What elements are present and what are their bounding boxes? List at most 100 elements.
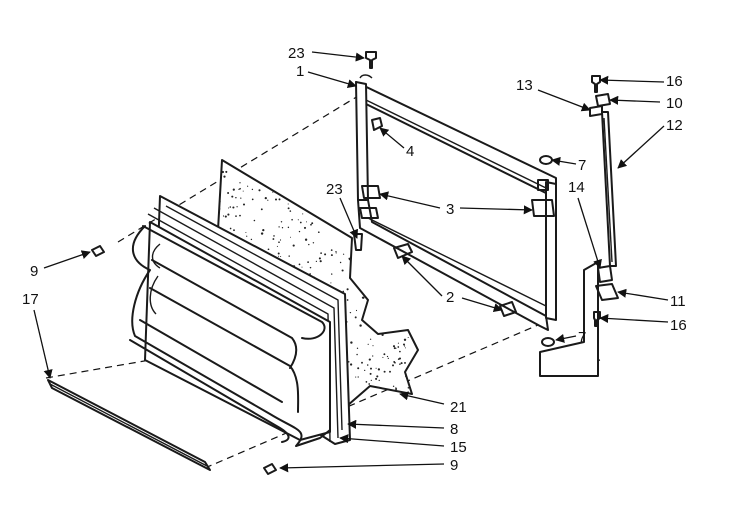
insulation-speckle: [369, 338, 372, 340]
insulation-speckle: [272, 191, 274, 193]
plug-7-bottom: [541, 337, 555, 347]
insulation-speckle: [368, 383, 371, 385]
insulation-speckle: [381, 333, 384, 337]
insulation-speckle: [377, 386, 380, 389]
insulation-speckle: [277, 252, 280, 255]
insulation-speckle: [224, 215, 227, 218]
label-23-top: 23: [288, 45, 305, 62]
insulation-speckle: [311, 222, 314, 225]
insulation-speckle: [280, 221, 283, 223]
label-16-bottom: 16: [670, 317, 687, 334]
insulation-speckle: [291, 218, 293, 221]
insulation-speckle: [280, 255, 282, 258]
insulation-speckle: [287, 203, 289, 205]
insulation-speckle: [299, 221, 302, 224]
hinge-pin-10: [595, 93, 611, 107]
insulation-speckle: [356, 347, 359, 349]
insulation-speckle: [372, 345, 374, 347]
insulation-speckle: [389, 370, 391, 373]
plug-4: [371, 117, 383, 131]
insulation-speckle: [331, 273, 333, 275]
insulation-speckle: [397, 358, 400, 360]
insulation-speckle: [298, 263, 301, 266]
insulation-speckle: [404, 361, 406, 364]
insulation-speckle: [267, 248, 270, 251]
bracket-2-right: [499, 301, 517, 317]
insulation-speckle: [276, 245, 278, 247]
insulation-speckle: [258, 189, 261, 192]
insulation-speckle: [346, 288, 349, 291]
label-13: 13: [516, 77, 533, 94]
label-9-bottom: 9: [450, 457, 458, 474]
insulation-speckle: [394, 361, 396, 364]
insulation-speckle: [367, 343, 369, 345]
insulation-speckle: [330, 249, 333, 251]
insulation-speckle: [407, 383, 410, 386]
insulation-speckle: [350, 341, 353, 344]
insulation-speckle: [354, 316, 357, 319]
insulation-speckle: [221, 160, 224, 162]
insulation-speckle: [278, 255, 280, 257]
insulation-speckle: [247, 185, 249, 187]
insulation-speckle: [272, 238, 275, 240]
insulation-speckle: [361, 361, 363, 364]
insulation-speckle: [278, 241, 280, 244]
insulation-speckle: [287, 226, 290, 229]
insulation-speckle: [281, 227, 284, 229]
insulation-speckle: [370, 367, 372, 370]
insulation-speckle: [239, 182, 241, 184]
insulation-speckle: [378, 379, 380, 382]
insulation-speckle: [395, 387, 398, 391]
insulation-speckle: [365, 381, 368, 383]
label-1: 1: [296, 63, 304, 80]
insulation-speckle: [235, 215, 237, 217]
insulation-speckle: [356, 353, 358, 356]
washer-13: [589, 105, 603, 117]
insulation-speckle: [219, 201, 221, 203]
insulation-speckle: [335, 252, 337, 254]
insulation-speckle: [339, 261, 342, 264]
insulation-speckle: [292, 244, 295, 247]
insulation-speckle: [231, 195, 234, 198]
insulation-speckle: [400, 362, 403, 365]
insulation-speckle: [372, 355, 374, 357]
screw-9-left: [91, 245, 105, 257]
label-3: 3: [446, 201, 454, 218]
label-17: 17: [22, 291, 39, 308]
insulation-speckle: [278, 226, 280, 228]
insulation-speckle: [369, 372, 372, 375]
label-2: 2: [446, 289, 454, 306]
insulation-speckle: [304, 238, 308, 241]
insulation-speckle: [298, 230, 301, 233]
bracket-2-left: [393, 243, 413, 259]
label-10: 10: [666, 95, 683, 112]
label-14: 14: [568, 179, 585, 196]
insulation-speckle: [376, 375, 379, 378]
hardware: [91, 51, 555, 475]
insulation-speckle: [317, 231, 320, 234]
screw-9-bottom: [263, 463, 277, 475]
label-7-top: 7: [578, 157, 586, 174]
insulation-speckle: [368, 358, 371, 361]
insulation-speckle: [221, 170, 225, 174]
insulation-speckle: [393, 347, 396, 350]
hinge-11: [595, 283, 619, 301]
insulation-speckle: [232, 206, 235, 209]
insulation-speckle: [375, 377, 378, 380]
insulation-speckle: [228, 207, 230, 209]
label-15: 15: [450, 439, 467, 456]
insulation-speckle: [250, 238, 253, 241]
insulation-speckle: [310, 223, 312, 226]
insulation-speckle: [308, 243, 310, 246]
label-11: 11: [670, 293, 686, 310]
label-4: 4: [406, 143, 414, 160]
insulation-speckle: [355, 376, 357, 378]
insulation-speckle: [264, 196, 267, 200]
insulation-speckle: [395, 387, 397, 389]
label-7-bottom: 7: [578, 329, 586, 346]
insulation-speckle: [364, 369, 366, 372]
insulation-speckle: [370, 379, 372, 381]
insulation-speckle: [383, 370, 386, 373]
hinge-rod-12: [601, 111, 617, 267]
